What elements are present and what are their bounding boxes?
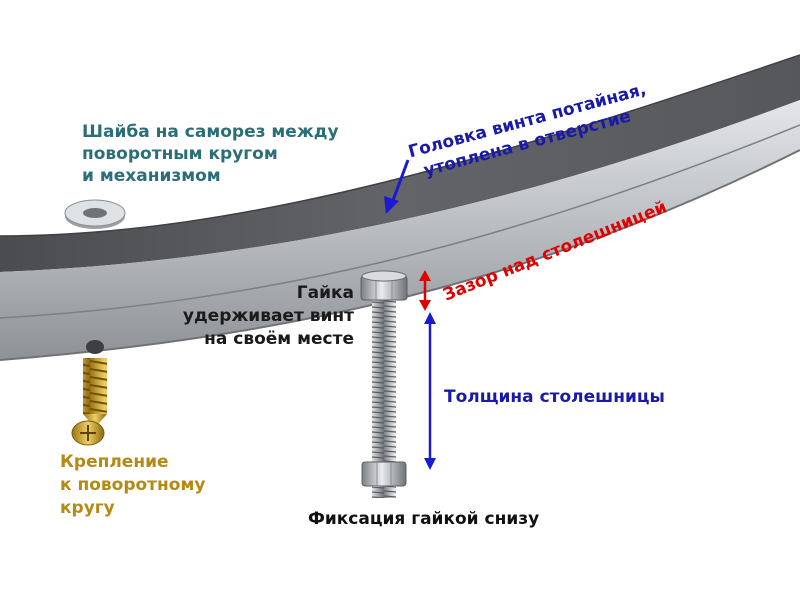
wood-screw-icon [71, 340, 107, 446]
fastening-label-line-3: кругу [60, 498, 115, 518]
thickness-label-text: Толщина столешницы [444, 387, 665, 407]
gap-arrow [419, 270, 431, 311]
ring-seam [0, 124, 800, 319]
nut-label-line-3: на своём месте [204, 329, 354, 349]
nut-icon [360, 270, 408, 301]
ring-top-face [0, 55, 800, 272]
screw-head-arrow [384, 159, 410, 214]
fastening-label: Крепление к поворотному кругу [60, 451, 205, 520]
ring-top-edge [0, 54, 800, 237]
thickness-label: Толщина столешницы [444, 386, 665, 408]
bottom-fix-label-text: Фиксация гайкой снизу [308, 509, 540, 529]
bottom-nut-icon [361, 461, 407, 498]
nut-label-line-1: Гайка [296, 283, 354, 303]
nut-label-line-2: удерживает винт [182, 306, 354, 326]
ring-bottom-edge [0, 149, 800, 361]
washer-label-line-3: и механизмом [82, 166, 221, 186]
bottom-fix-label: Фиксация гайкой снизу [308, 508, 539, 530]
bolt-icon [372, 300, 396, 472]
washer-label: Шайба на саморез между поворотным кругом… [82, 121, 339, 187]
washer-label-line-2: поворотным кругом [82, 144, 278, 164]
nut-label: Гайка удерживает винт на своём месте [160, 282, 354, 351]
washer-icon [64, 199, 126, 229]
ring-side-face [0, 100, 800, 360]
washer-label-line-1: Шайба на саморез между [82, 122, 339, 142]
thickness-arrow [424, 312, 436, 470]
fastening-label-line-1: Крепление [60, 452, 169, 472]
fastening-label-line-2: к поворотному [60, 475, 206, 495]
